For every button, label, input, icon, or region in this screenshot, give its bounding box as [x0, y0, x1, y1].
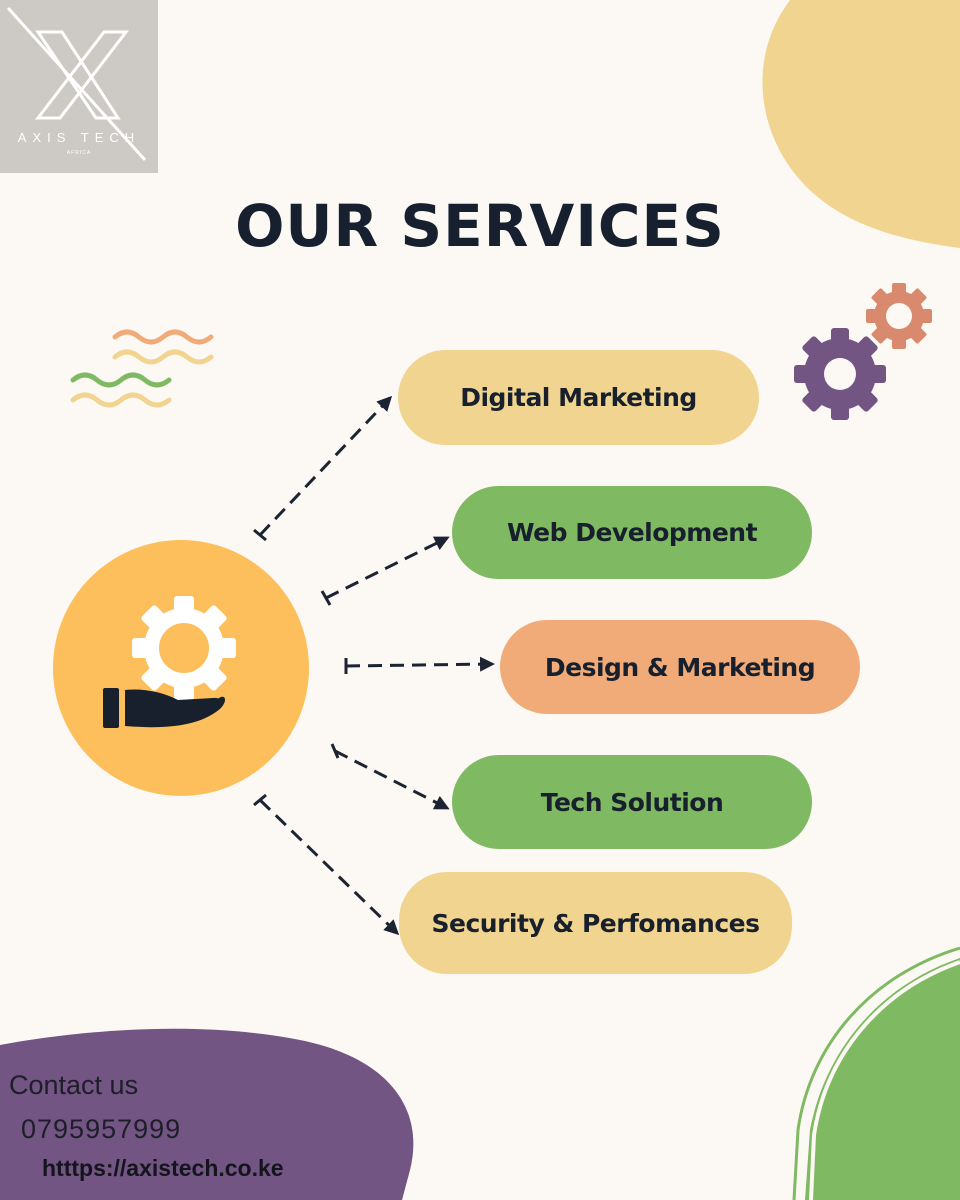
wave-lines-decoration: [70, 329, 214, 408]
arrow-5: [258, 798, 400, 936]
service-label: Security & Perfomances: [431, 908, 760, 938]
arrow-2: [325, 536, 450, 600]
arrow-1: [258, 395, 393, 537]
hand-with-gear-icon: [103, 596, 236, 728]
service-pill-web-development: Web Development: [452, 486, 812, 579]
services-hub-circle: [53, 540, 309, 796]
x-logo-icon: [6, 6, 147, 162]
green-blob-shape: [805, 958, 960, 1200]
purple-blob-shape: [0, 1028, 414, 1200]
service-label: Design & Marketing: [544, 652, 816, 682]
green-blob-outline: [792, 946, 960, 1200]
service-label: Digital Marketing: [460, 383, 697, 412]
connector-arrows: [258, 395, 495, 936]
contact-website-link[interactable]: htttps://axistech.co.ke: [42, 1155, 284, 1181]
logo-wordmark: AXIS TECH: [17, 130, 141, 145]
logo-subtitle: AFRICA: [66, 150, 92, 156]
service-pill-design-marketing: Design & Marketing: [500, 620, 860, 714]
yellow-blob-shape: [762, 0, 960, 248]
service-label: Tech Solution: [540, 787, 724, 817]
service-label: Web Development: [506, 518, 758, 547]
arrow-4: [334, 749, 450, 810]
company-logo: AXIS TECH AFRICA: [0, 0, 158, 173]
arrow-tails: [253, 528, 348, 807]
contact-phone: 0795957999: [21, 1114, 182, 1144]
page-title: OUR SERVICES: [235, 192, 725, 260]
contact-heading: Contact us: [9, 1070, 139, 1100]
salmon-gear-icon: [866, 283, 932, 349]
purple-gear-icon: [794, 328, 886, 420]
service-pill-security-performance: Security & Perfomances: [399, 872, 792, 974]
arrow-3: [345, 656, 495, 672]
service-pill-tech-solution: Tech Solution: [452, 755, 812, 849]
service-pill-digital-marketing: Digital Marketing: [398, 350, 759, 445]
